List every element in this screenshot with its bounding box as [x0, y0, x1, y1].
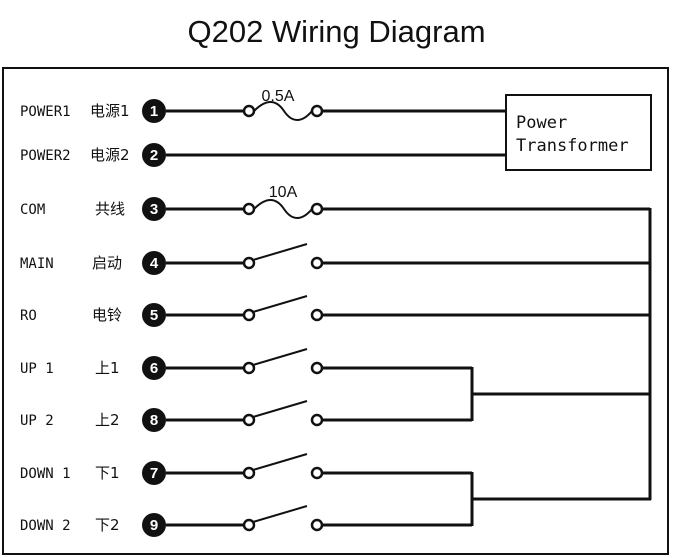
terminal-row-power2: POWER2 电源2 2 — [20, 143, 506, 167]
terminal-number: 3 — [150, 201, 158, 218]
common-bus — [470, 208, 652, 526]
terminal-number: 7 — [150, 465, 158, 482]
terminal-badge — [142, 513, 166, 537]
terminal-number: 5 — [150, 307, 158, 324]
terminal-number: 4 — [150, 255, 159, 272]
terminal-label: RO — [20, 308, 37, 324]
terminal-badge — [142, 143, 166, 167]
terminal-number: 9 — [150, 517, 158, 534]
switch-lever — [252, 453, 308, 471]
terminal-number: 8 — [150, 412, 158, 429]
diagram-title: Q202 Wiring Diagram — [187, 14, 486, 49]
transformer-label-line1: Power — [516, 113, 567, 133]
terminal-number: 6 — [150, 360, 158, 377]
terminal-label: DOWN 1 — [20, 466, 71, 482]
terminal-row-up2: UP 2 上2 8 — [20, 400, 472, 432]
terminal-label: UP 2 — [20, 413, 54, 429]
fuse-symbol — [253, 101, 313, 121]
terminal-number: 1 — [150, 103, 158, 120]
terminal-label: POWER1 — [20, 104, 71, 120]
transformer-label-line2: Transformer — [516, 136, 629, 156]
terminal-row-ro: RO 电铃 5 — [20, 295, 650, 327]
terminal-label: COM — [20, 202, 45, 218]
terminal-row-com: COM 共线 3 10A — [20, 184, 650, 221]
switch-lever — [252, 295, 308, 313]
terminal-badge — [142, 461, 166, 485]
diagram-frame — [2, 67, 669, 555]
terminal-row-down2: DOWN 2 下2 9 — [20, 505, 472, 537]
switch-lever — [252, 400, 308, 418]
terminal-cn-label: 电源1 — [90, 102, 130, 120]
fuse-symbol — [253, 199, 313, 219]
terminal-cn-label: 下2 — [95, 516, 120, 534]
terminal-label: DOWN 2 — [20, 518, 71, 534]
terminal-cn-label: 共线 — [95, 200, 125, 218]
terminal-badge — [142, 197, 166, 221]
terminal-badge — [142, 356, 166, 380]
terminal-number: 2 — [150, 147, 158, 164]
fuse-rating: 0.5A — [262, 88, 295, 105]
terminal-cn-label: 上1 — [95, 359, 120, 377]
terminal-label: POWER2 — [20, 148, 71, 164]
terminal-cn-label: 电源2 — [90, 146, 130, 164]
switch-lever — [252, 505, 308, 523]
terminal-row-main: MAIN 启动 4 — [20, 243, 650, 275]
fuse-rating: 10A — [269, 184, 298, 201]
terminal-row-power1: POWER1 电源1 1 0.5A — [20, 88, 506, 123]
terminal-cn-label: 电铃 — [92, 306, 122, 324]
terminal-cn-label: 上2 — [95, 411, 120, 429]
terminal-badge — [142, 251, 166, 275]
terminal-label: UP 1 — [20, 361, 54, 377]
terminal-badge — [142, 303, 166, 327]
switch-lever — [252, 348, 308, 366]
power-transformer-box — [505, 94, 652, 171]
terminal-cn-label: 启动 — [92, 254, 122, 272]
switch-lever — [252, 243, 308, 261]
terminal-label: MAIN — [20, 256, 54, 272]
terminal-cn-label: 下1 — [95, 464, 120, 482]
terminal-badge — [142, 99, 166, 123]
terminal-row-up1: UP 1 上1 6 — [20, 348, 472, 380]
terminal-badge — [142, 408, 166, 432]
terminal-row-down1: DOWN 1 下1 7 — [20, 453, 472, 485]
